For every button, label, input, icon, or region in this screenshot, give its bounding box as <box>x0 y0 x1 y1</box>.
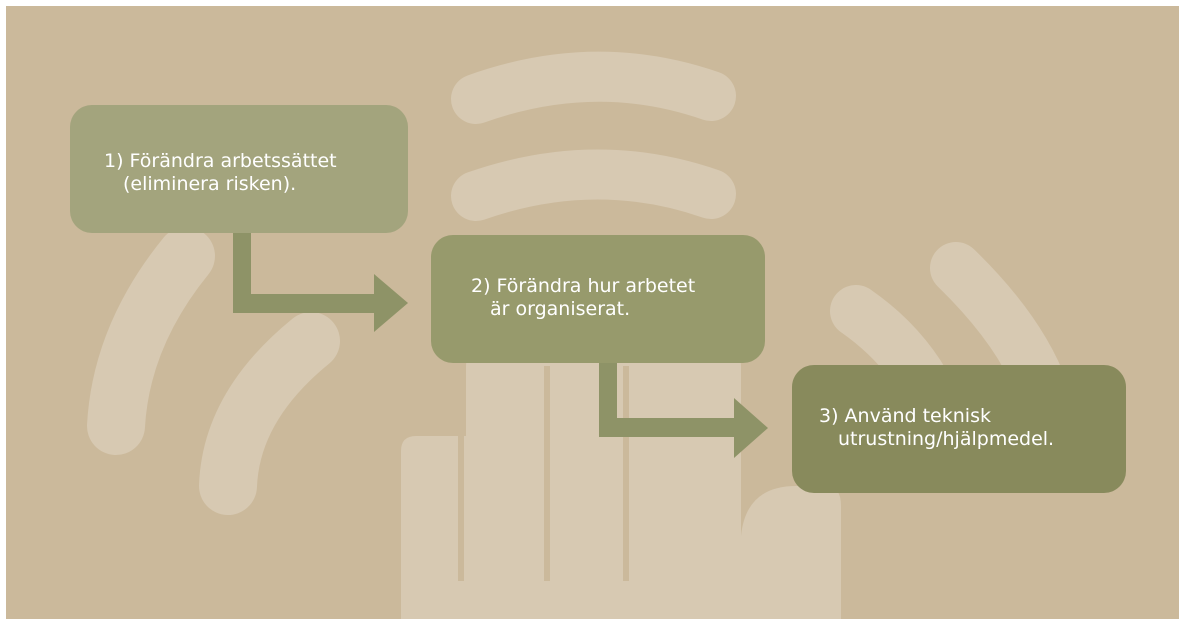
step-2-box: 2) Förändra hur arbetet är organiserat. <box>431 235 765 363</box>
step-arrow-icon <box>233 231 408 332</box>
step-3-subtitle: utrustning/hjälpmedel. <box>838 428 1055 450</box>
hand-illustration-icon <box>87 51 1072 619</box>
step-3-box: 3) Använd teknisk utrustning/hjälpmedel. <box>792 365 1126 493</box>
step-1-title: 1) Förändra arbetssättet <box>104 150 337 172</box>
step-arrow-icon <box>599 361 768 458</box>
step-1-subtitle: (eliminera risken). <box>123 173 297 195</box>
step-3-title: 3) Använd teknisk <box>819 405 991 427</box>
diagram-canvas: 1) Förändra arbetssättet (eliminera risk… <box>6 6 1179 619</box>
step-2-title: 2) Förändra hur arbetet <box>471 275 696 297</box>
step-arrows <box>233 231 768 458</box>
step-2-subtitle: är organiserat. <box>490 298 631 320</box>
step-1-box: 1) Förändra arbetssättet (eliminera risk… <box>70 105 408 233</box>
